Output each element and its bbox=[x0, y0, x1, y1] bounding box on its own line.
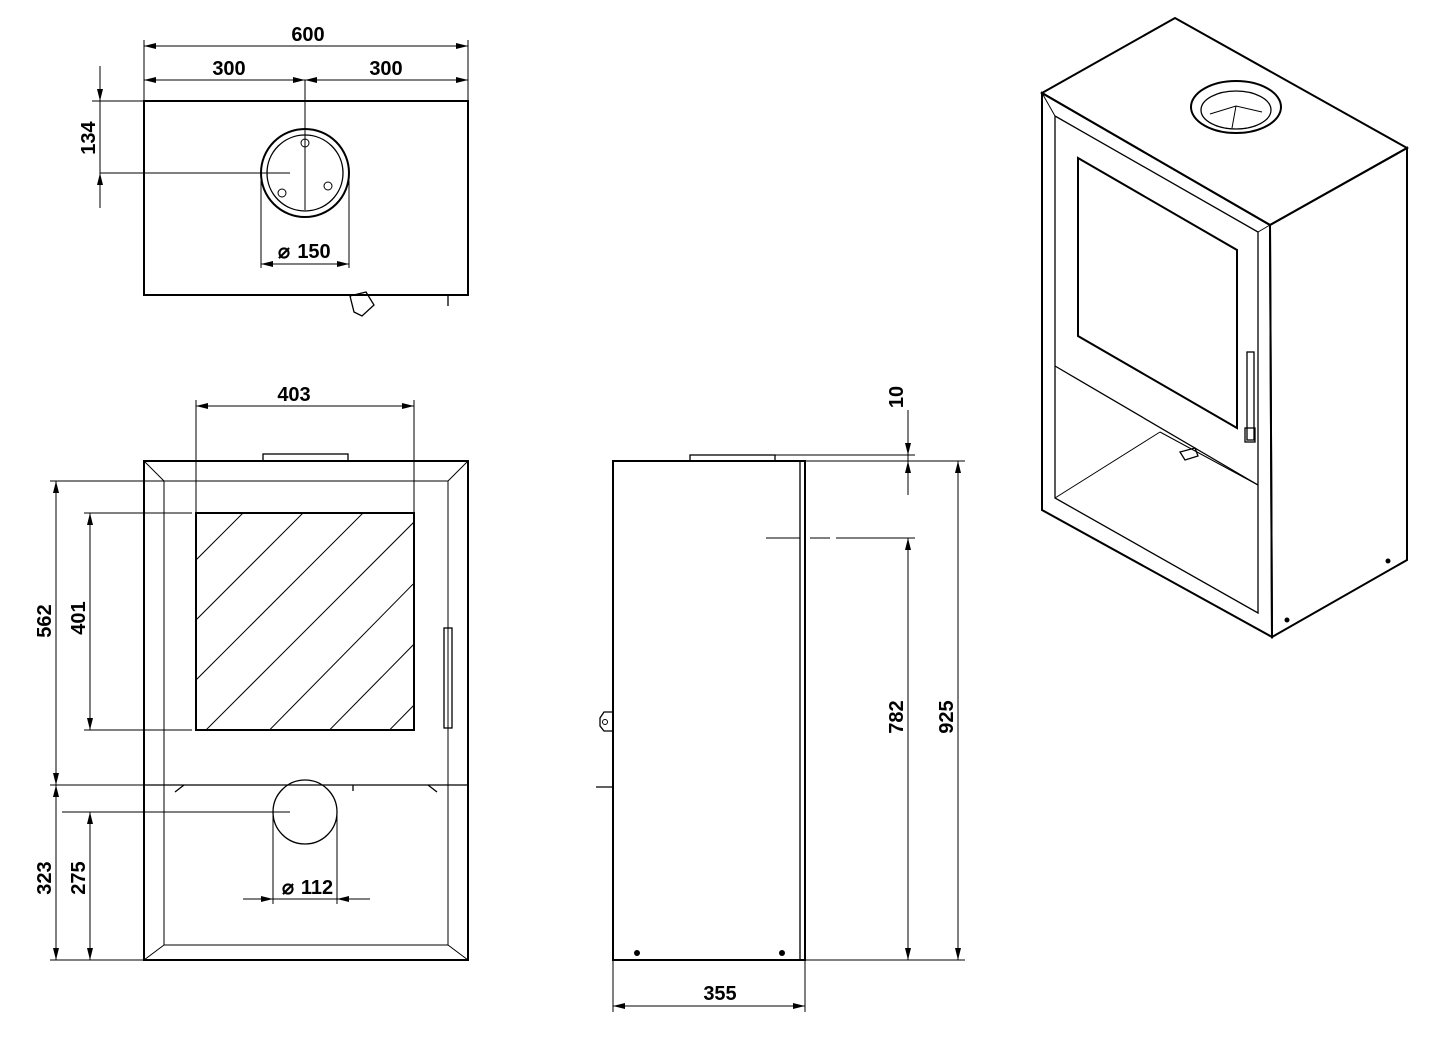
arrow bbox=[793, 1003, 805, 1009]
iso-screw bbox=[1284, 617, 1290, 623]
dim-562-label: 562 bbox=[34, 604, 56, 637]
iso-lower-back bbox=[1159, 431, 1259, 486]
glass-window bbox=[195, 512, 415, 731]
diameter-symbol: ⌀ bbox=[278, 241, 290, 263]
iso-screw bbox=[1385, 558, 1391, 564]
foot-screw bbox=[779, 950, 785, 956]
iso-glass bbox=[1077, 156, 1238, 430]
arrow bbox=[261, 261, 273, 267]
arrow bbox=[87, 812, 93, 824]
dim-300-left-label: 300 bbox=[212, 58, 245, 80]
dim-275-label: 275 bbox=[68, 861, 90, 894]
dim-355-label: 355 bbox=[703, 983, 736, 1005]
arrow bbox=[196, 403, 208, 409]
iso-flue-spokes bbox=[1209, 105, 1263, 129]
arrow bbox=[97, 173, 103, 185]
arrow bbox=[337, 261, 349, 267]
arrow bbox=[905, 538, 911, 550]
iso-handle-latch bbox=[1244, 427, 1256, 443]
iso-flue-collar-outer bbox=[1190, 80, 1282, 134]
arrow bbox=[261, 896, 273, 902]
arrow bbox=[144, 77, 156, 83]
flue-bolt-hole bbox=[277, 188, 287, 198]
iso-door-frame bbox=[1054, 115, 1259, 485]
arrow bbox=[87, 948, 93, 960]
arrow bbox=[955, 948, 961, 960]
iso-door-handle bbox=[1246, 351, 1255, 441]
door-handle-top bbox=[349, 291, 375, 317]
arrow bbox=[905, 443, 911, 455]
iso-top-face bbox=[1039, 16, 1410, 227]
bevel-line bbox=[143, 460, 165, 482]
dim-782-label: 782 bbox=[886, 700, 908, 733]
iso-lower-opening bbox=[1054, 366, 1259, 615]
isometric-view bbox=[1039, 16, 1410, 639]
iso-lower-back bbox=[1054, 431, 1161, 499]
arrow bbox=[613, 1003, 625, 1009]
dim-134-label: 134 bbox=[78, 120, 100, 154]
arrow bbox=[456, 43, 468, 49]
dim-300-right-label: 300 bbox=[369, 58, 402, 80]
bevel-line bbox=[447, 460, 469, 482]
arrow bbox=[337, 896, 349, 902]
arrow bbox=[293, 77, 305, 83]
iso-bevel bbox=[1257, 224, 1271, 233]
dim-600-label: 600 bbox=[291, 24, 324, 46]
arrow bbox=[456, 77, 468, 83]
glass-hatching bbox=[197, 514, 413, 729]
flue-stub-front bbox=[262, 453, 349, 462]
lower-bevel bbox=[143, 944, 165, 961]
iso-bevel bbox=[1041, 92, 1056, 117]
dim-403-label: 403 bbox=[277, 384, 310, 406]
dim-925-label: 925 bbox=[936, 700, 958, 733]
top-view-outline bbox=[143, 100, 469, 296]
bracket bbox=[174, 784, 185, 793]
arrow bbox=[87, 513, 93, 525]
handle-pin bbox=[602, 719, 608, 725]
dim-150-label: 150 bbox=[297, 241, 330, 263]
top-view: 600 300 300 134 ⌀ 150 bbox=[78, 24, 469, 317]
door-handle-front bbox=[443, 627, 453, 729]
arrow bbox=[905, 461, 911, 473]
arrow bbox=[53, 481, 59, 493]
diameter-symbol: ⌀ bbox=[282, 877, 294, 899]
foot-screw bbox=[634, 950, 640, 956]
arrow bbox=[144, 43, 156, 49]
iso-right-face bbox=[1268, 146, 1408, 639]
arrow bbox=[53, 785, 59, 797]
front-view: 403 562 401 323 275 ⌀ 112 bbox=[34, 384, 469, 961]
dim-401-label: 401 bbox=[68, 601, 90, 634]
side-view-outline bbox=[612, 460, 806, 961]
arrow bbox=[97, 89, 103, 101]
flue-stub-side bbox=[689, 454, 776, 462]
lower-bevel bbox=[447, 944, 469, 961]
dim-10-label: 10 bbox=[886, 386, 908, 408]
arrow bbox=[955, 461, 961, 473]
side-view: 10 782 925 355 bbox=[596, 386, 965, 1012]
dim-112-label: 112 bbox=[301, 877, 333, 899]
iso-air-control bbox=[1178, 447, 1199, 461]
arrow bbox=[53, 773, 59, 785]
arrow bbox=[305, 77, 317, 83]
dim-323-label: 323 bbox=[34, 861, 56, 894]
bracket bbox=[427, 784, 438, 793]
iso-flue-collar-inner bbox=[1200, 90, 1272, 130]
arrow bbox=[402, 403, 414, 409]
side-handle bbox=[599, 711, 613, 732]
arrow bbox=[905, 948, 911, 960]
iso-door-bottom bbox=[1054, 365, 1259, 486]
flue-bolt-hole bbox=[323, 181, 333, 191]
arrow bbox=[87, 718, 93, 730]
arrow bbox=[53, 948, 59, 960]
